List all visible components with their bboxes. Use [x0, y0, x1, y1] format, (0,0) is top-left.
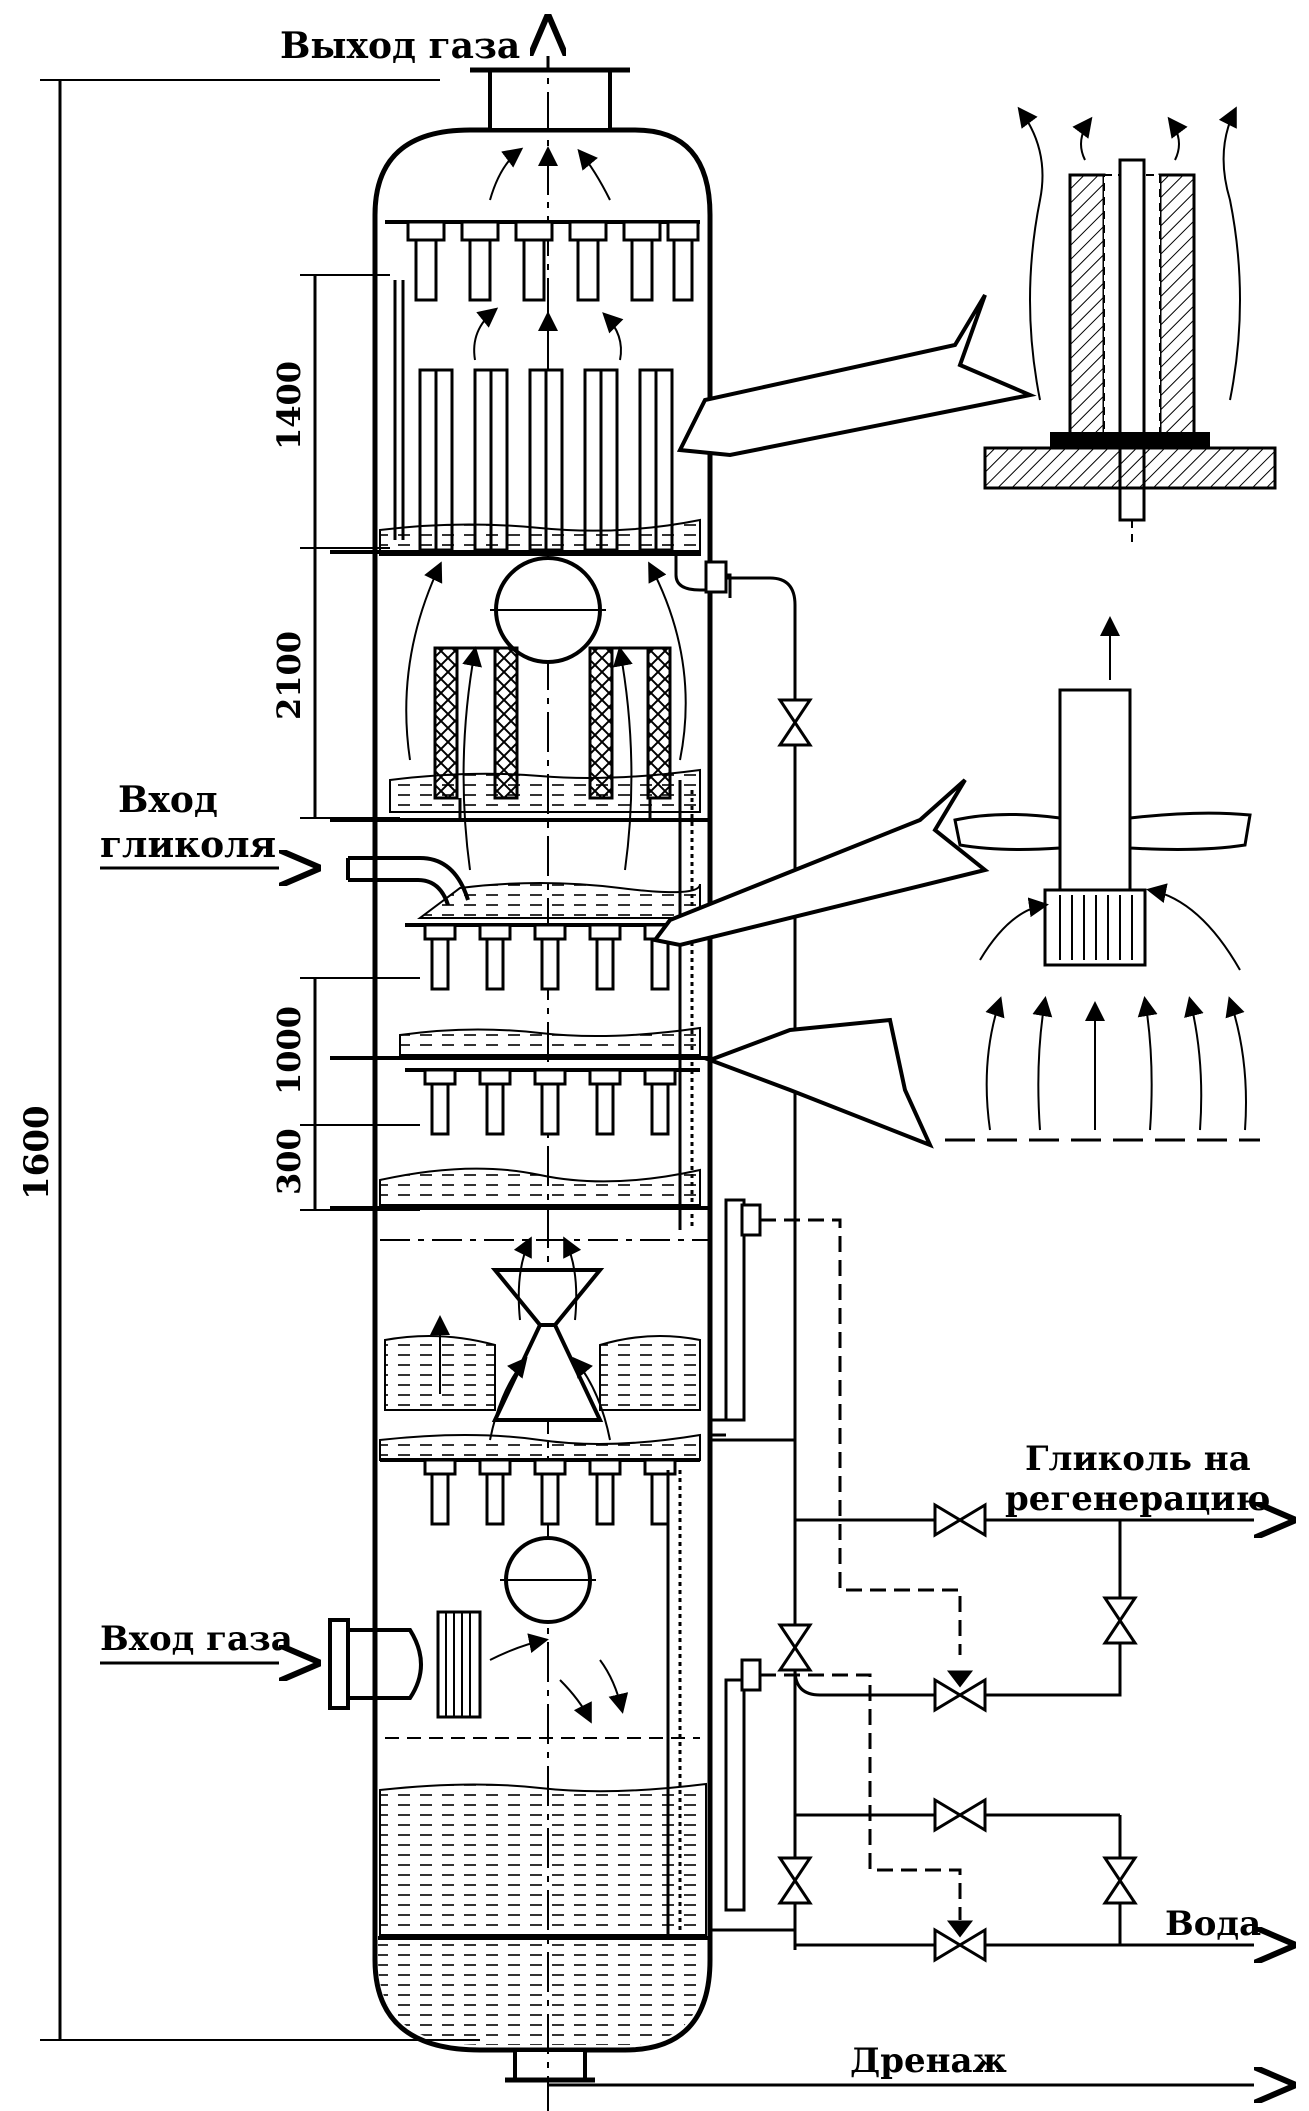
valve-regen-left [777, 1623, 813, 1672]
valve-regen-control [933, 1670, 987, 1713]
gas-flow-arrows [405, 146, 687, 1724]
dim-1400: 1400 [270, 361, 308, 450]
valve-glycol-return [777, 698, 813, 747]
label-glycol-in-2: гликоля [100, 824, 276, 866]
valve-water-right [1102, 1856, 1138, 1905]
dim-1600: 1600 [17, 1105, 57, 1200]
label-gas-in: Вход газа [100, 1619, 293, 1659]
callout-arrow-1 [676, 293, 1037, 458]
label-gas-out: Выход газа [280, 25, 520, 67]
level-gauge-lower [724, 1678, 746, 1912]
detail-filter-cartridge [983, 106, 1277, 548]
top-cyclone-caps [385, 220, 700, 302]
callout-arrow-3 [704, 1017, 934, 1149]
callout-arrow-2 [651, 778, 990, 948]
control-signal-lines [760, 1218, 962, 1920]
dim-2100: 2100 [270, 631, 308, 720]
valves [777, 698, 1138, 1963]
valve-water-left [777, 1856, 813, 1905]
dimension-lines [40, 79, 480, 2041]
label-glycol-regen-1: Гликоль на [1025, 1439, 1251, 1479]
contact-caps-lower [405, 1068, 700, 1136]
contact-caps-upper [405, 923, 700, 991]
valve-regen-top [933, 1502, 987, 1538]
level-gauge-upper [724, 1198, 746, 1422]
valve-water-control [933, 1920, 987, 1963]
valve-water-top [933, 1797, 987, 1833]
contact-caps-bottom [380, 1458, 700, 1526]
funnel-separator [490, 1268, 605, 1422]
gas-inlet-nozzle [328, 1610, 482, 1719]
label-glycol-regen-2: регенерацию [1005, 1479, 1270, 1519]
label-glycol-in-1: Вход [118, 779, 218, 821]
dim-300: 300 [270, 1128, 308, 1195]
bottom-liquid [379, 1782, 707, 1936]
external-piping [548, 560, 1290, 2085]
filter-cartridges [418, 368, 674, 552]
detail-bubble-cap [945, 616, 1260, 1142]
mesh-packs [433, 646, 672, 800]
drain-nozzle [513, 2048, 587, 2082]
top-liquid-layer [330, 518, 725, 592]
valve-regen-right [1102, 1596, 1138, 1645]
label-water: Вода [1165, 1904, 1261, 1944]
dim-1000: 1000 [270, 1006, 308, 1095]
label-drain: Дренаж [850, 2041, 1007, 2081]
gas-outlet-nozzle [488, 68, 612, 132]
